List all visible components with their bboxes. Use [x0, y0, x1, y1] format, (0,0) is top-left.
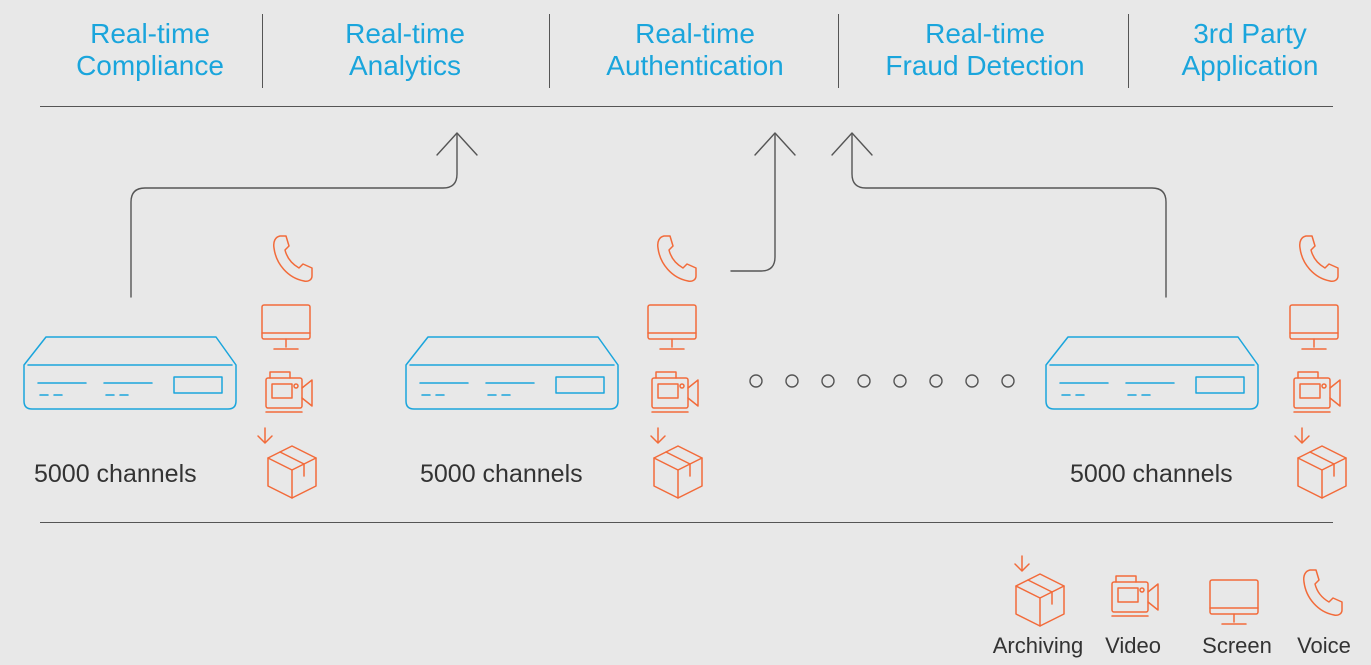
server-icon	[1045, 336, 1259, 410]
top-divider	[40, 106, 1333, 107]
legend-down-arrow-icon	[1014, 555, 1030, 572]
connector-node3	[851, 134, 1167, 298]
monitor-icon	[261, 304, 311, 350]
node-channels-label: 5000 channels	[34, 460, 197, 488]
phone-icon	[273, 235, 313, 283]
category-line1: Real-time	[925, 18, 1045, 49]
legend-archiving-label: Archiving	[992, 633, 1084, 658]
ellipsis-dot	[929, 374, 943, 388]
server-icon	[405, 336, 619, 410]
monitor-icon	[647, 304, 697, 350]
category-line1: Real-time	[90, 18, 210, 49]
ellipsis-dot	[1001, 374, 1015, 388]
category-analytics: Real-time Analytics	[290, 18, 520, 90]
category-separator	[262, 14, 263, 88]
category-authentication: Real-time Authentication	[570, 18, 820, 90]
category-separator	[1128, 14, 1129, 88]
arrow-head-fraud	[831, 132, 873, 156]
video-camera-icon	[1293, 371, 1341, 413]
connector-node2	[730, 134, 776, 272]
category-line1: 3rd Party	[1193, 18, 1307, 49]
legend-phone-icon	[1303, 569, 1343, 617]
ellipsis-dot	[821, 374, 835, 388]
category-line2: Fraud Detection	[885, 50, 1085, 81]
ellipsis-dots	[749, 374, 1015, 388]
legend-video-camera-icon	[1111, 575, 1159, 617]
category-line1: Real-time	[345, 18, 465, 49]
arrow-head-authentication	[754, 132, 796, 156]
legend-video-label: Video	[1105, 633, 1161, 658]
video-camera-icon	[265, 371, 313, 413]
category-3rd-party: 3rd Party Application	[1140, 18, 1360, 90]
down-arrow-icon	[1294, 427, 1310, 444]
ellipsis-dot	[785, 374, 799, 388]
legend-voice-label: Voice	[1297, 633, 1351, 658]
category-separator	[549, 14, 550, 88]
legend-monitor-icon	[1209, 579, 1259, 625]
box-icon	[653, 445, 703, 499]
box-icon	[267, 445, 317, 499]
down-arrow-icon	[257, 427, 273, 444]
category-line2: Analytics	[348, 50, 462, 81]
category-line2: Authentication	[606, 50, 784, 81]
category-line2: Compliance	[76, 50, 224, 81]
monitor-icon	[1289, 304, 1339, 350]
legend-box-icon	[1015, 573, 1065, 627]
legend-screen-label: Screen	[1202, 633, 1272, 658]
phone-icon	[657, 235, 697, 283]
category-line2: Application	[1181, 50, 1319, 81]
down-arrow-icon	[650, 427, 666, 444]
category-line1: Real-time	[635, 18, 755, 49]
ellipsis-dot	[749, 374, 763, 388]
server-icon	[23, 336, 237, 410]
category-compliance: Real-time Compliance	[40, 18, 260, 90]
category-separator	[838, 14, 839, 88]
category-fraud-detection: Real-time Fraud Detection	[860, 18, 1110, 90]
connector-node1	[130, 134, 458, 298]
arrow-head-analytics	[436, 132, 478, 156]
bottom-divider	[40, 522, 1333, 523]
video-camera-icon	[651, 371, 699, 413]
ellipsis-dot	[893, 374, 907, 388]
node-channels-label: 5000 channels	[1070, 460, 1233, 488]
ellipsis-dot	[857, 374, 871, 388]
phone-icon	[1299, 235, 1339, 283]
box-icon	[1297, 445, 1347, 499]
ellipsis-dot	[965, 374, 979, 388]
node-channels-label: 5000 channels	[420, 460, 583, 488]
